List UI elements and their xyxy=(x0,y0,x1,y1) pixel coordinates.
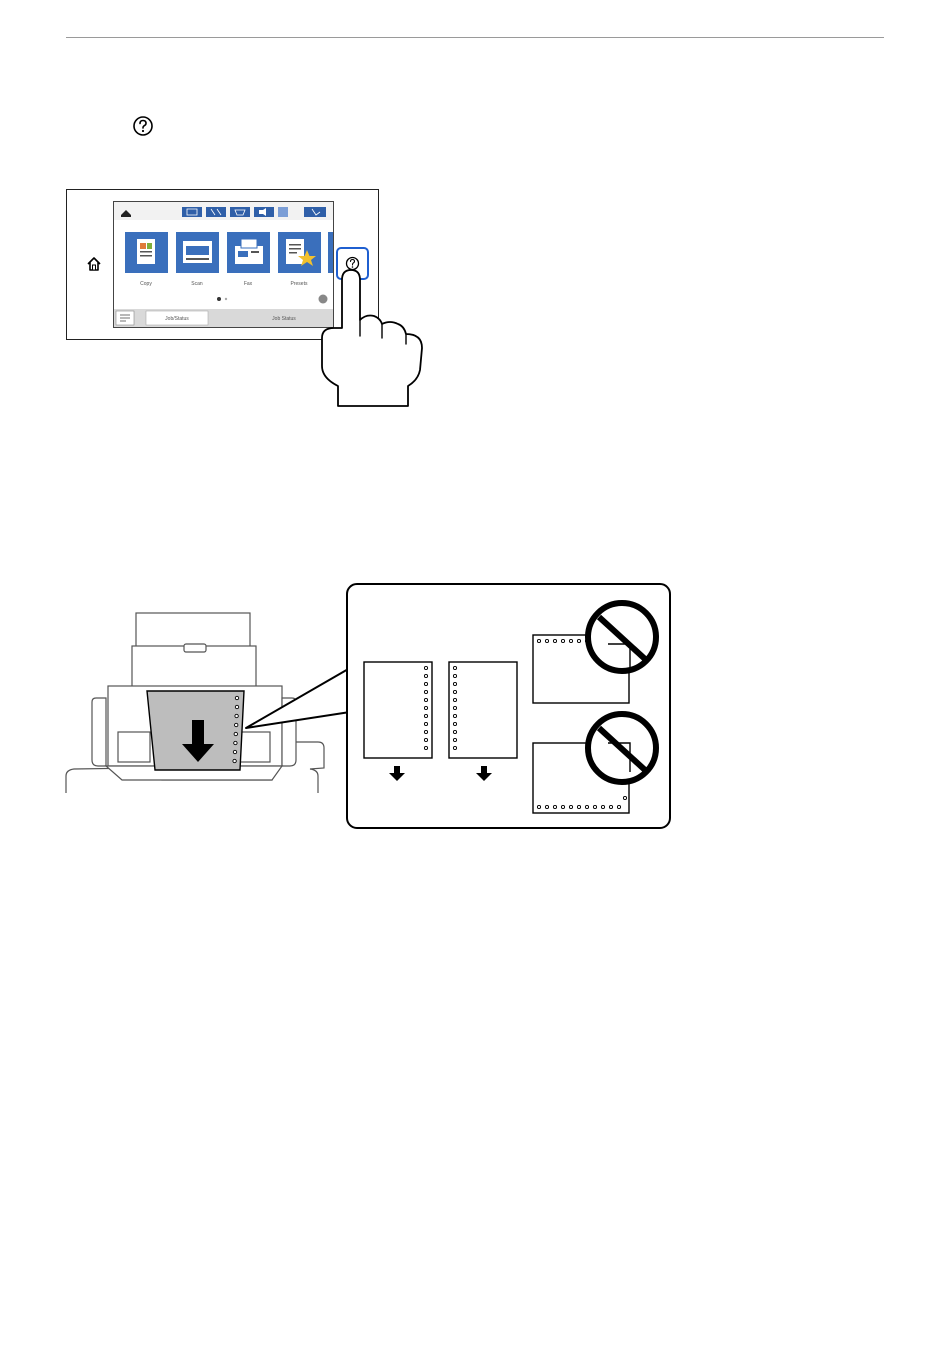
app-tile-fax xyxy=(227,232,270,273)
app-tile-scan xyxy=(176,232,219,273)
prohibited-icon xyxy=(588,714,656,782)
header-rule xyxy=(66,37,884,38)
app-tile-presets xyxy=(278,232,321,273)
paper-loading-figure xyxy=(62,580,676,834)
prohibited-icon xyxy=(588,603,656,671)
app-label-presets: Presets xyxy=(291,281,308,287)
app-tile-copy xyxy=(125,232,168,273)
lcd-screen: Copy Scan Fax Presets Job/Status Job Sta… xyxy=(114,202,334,328)
bottom-left-label: Job/Status xyxy=(165,316,189,322)
app-label-fax: Fax xyxy=(244,281,253,287)
question-circle-icon xyxy=(132,115,154,137)
app-label-copy: Copy xyxy=(140,281,152,287)
app-label-scan: Scan xyxy=(191,281,203,287)
control-panel-figure: Copy Scan Fax Presets Job/Status Job Sta… xyxy=(66,188,426,410)
bottom-right-label: Job Status xyxy=(272,316,296,322)
